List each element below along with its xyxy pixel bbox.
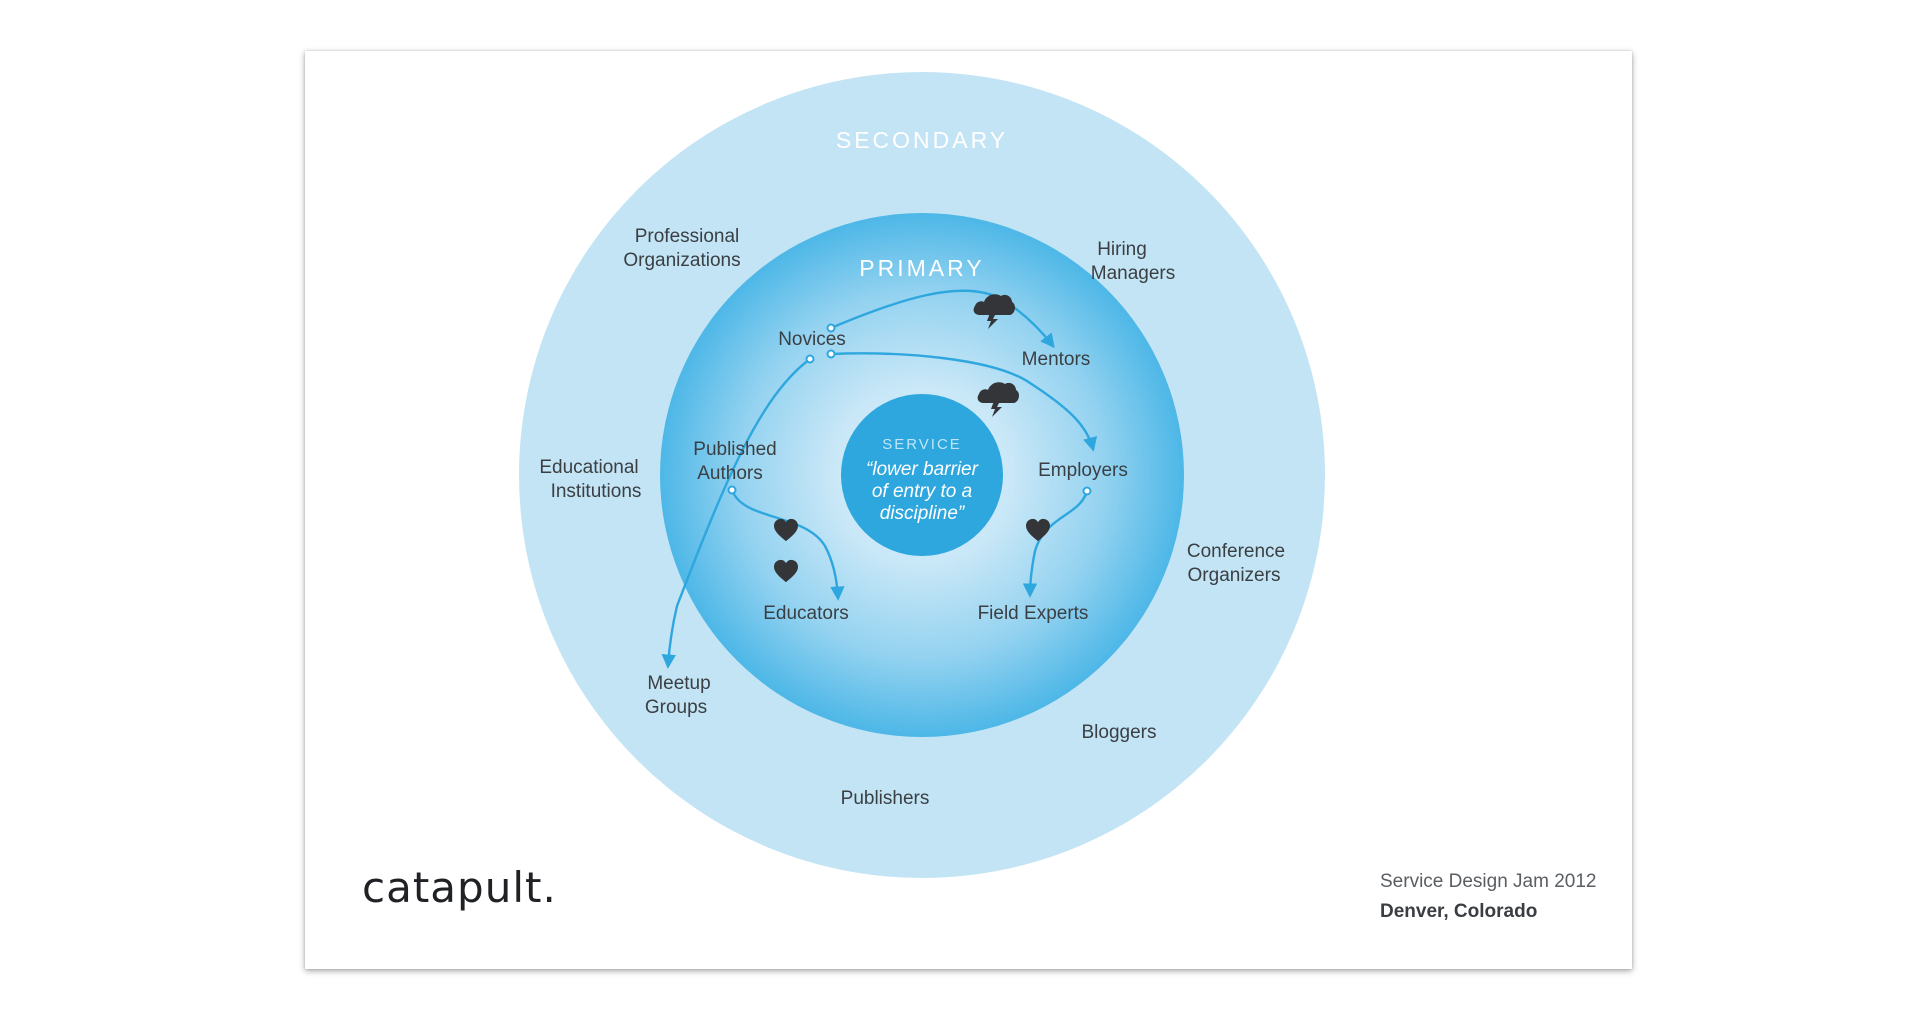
service-label: SERVICE — [882, 436, 962, 453]
novices-connector-dot — [826, 323, 836, 333]
service-statement-line-2: of entry to a — [872, 481, 972, 502]
label-meetup-groups-line-2: Groups — [645, 697, 707, 718]
primary-ring-title: PRIMARY — [859, 255, 984, 281]
label-educators: Educators — [763, 603, 849, 624]
flow-employers-to-field-experts — [1022, 490, 1089, 598]
service-statement-line-1: “lower barrier — [866, 459, 979, 480]
label-employers: Employers — [1038, 460, 1128, 481]
label-professional-organizations-line-2: Organizations — [623, 250, 740, 271]
flow-novices-to-meetup-groups — [661, 358, 811, 669]
label-field-experts: Field Experts — [978, 603, 1089, 624]
label-professional-organizations-line-1: Professional — [635, 226, 740, 247]
label-conference-organizers-line-2: Organizers — [1188, 565, 1281, 586]
service-statement-line-3: discipline” — [880, 503, 966, 524]
label-mentors: Mentors — [1022, 349, 1091, 370]
stakeholder-map: SECONDARY PRIMARY SERVICE “lower barrier… — [519, 72, 1325, 878]
catapult-logo: catapult. — [362, 863, 557, 912]
label-educational-institutions-line-1: Educational — [539, 457, 638, 478]
flow-novices-to-mentors — [830, 289, 1055, 349]
novices-connector-dot — [805, 354, 815, 364]
event-title: Service Design Jam 2012 — [1380, 871, 1597, 892]
secondary-ring-title: SECONDARY — [836, 127, 1008, 153]
flow-novices-to-employers — [830, 352, 1098, 452]
employers-connector-dot — [1082, 486, 1092, 496]
label-conference-organizers-line-1: Conference — [1187, 541, 1285, 562]
label-published-authors-line-1: Published — [693, 439, 776, 460]
event-location: Denver, Colorado — [1380, 901, 1538, 922]
flow-authors-to-educators — [730, 489, 845, 601]
service-core — [841, 394, 1003, 556]
novices-connector-dot — [826, 349, 836, 359]
label-hiring-managers-line-2: Managers — [1091, 263, 1176, 284]
label-publishers: Publishers — [841, 788, 930, 809]
label-educational-institutions-line-2: Institutions — [551, 481, 642, 502]
label-meetup-groups-line-1: Meetup — [647, 673, 710, 694]
authors-connector-dot — [727, 485, 737, 495]
label-hiring-managers-line-1: Hiring — [1097, 239, 1147, 260]
stakeholder-map-card: SECONDARY PRIMARY SERVICE “lower barrier… — [305, 51, 1632, 969]
label-novices: Novices — [778, 329, 846, 350]
label-bloggers: Bloggers — [1082, 722, 1157, 743]
label-published-authors-line-2: Authors — [697, 463, 762, 484]
